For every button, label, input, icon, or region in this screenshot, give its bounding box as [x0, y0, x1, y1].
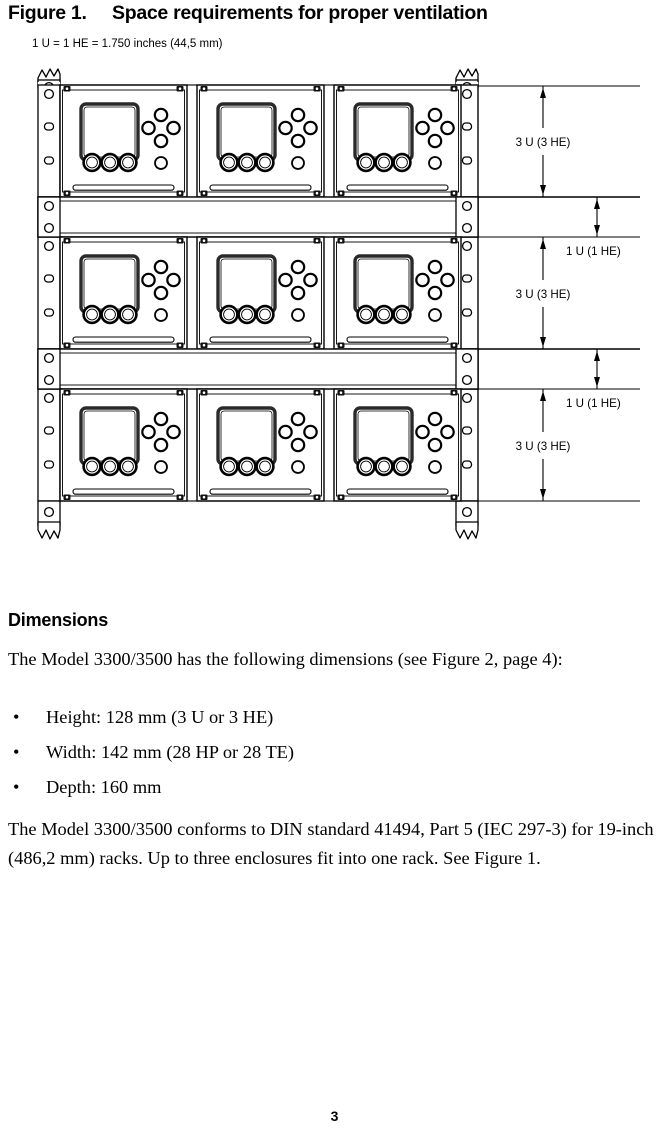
rack-rail-left	[37, 68, 61, 540]
section-heading-dimensions: Dimensions	[8, 610, 109, 630]
enclosure-row-3	[58, 387, 479, 503]
dimension-label-1u-bottom: 1 U (1 HE)	[566, 397, 621, 410]
list-item: • Height: 128 mm (3 U or 3 HE)	[8, 700, 648, 735]
enclosure-row-2	[58, 235, 479, 351]
page-number: 3	[330, 1108, 339, 1124]
list-item: • Depth: 160 mm	[8, 770, 648, 805]
list-item-label: Height: 128 mm (3 U or 3 HE)	[46, 707, 274, 727]
dimension-label-3u-middle: 3 U (3 HE)	[516, 288, 571, 301]
dimension-1u-bottom: 1 U (1 HE)	[566, 349, 621, 410]
bullet-glyph: •	[13, 707, 20, 727]
paragraph-din-standard: The Model 3300/3500 conforms to DIN stan…	[8, 819, 654, 868]
paragraph-dimensions-intro: The Model 3300/3500 has the following di…	[8, 649, 563, 669]
figure-caption: Figure 1. Space requirements for proper v…	[8, 2, 648, 25]
rack-diagram: 3 U (3 HE) 1 U (1 HE) 3 U (3 HE) 1 U (1 …	[0, 60, 669, 580]
bullet-glyph: •	[13, 742, 20, 762]
figure-caption-number: Figure 1.	[8, 2, 87, 24]
dimension-bullet-list: • Height: 128 mm (3 U or 3 HE) • Width: …	[8, 700, 648, 805]
rack-rail-right	[455, 68, 479, 540]
dimension-1u-top: 1 U (1 HE)	[566, 197, 621, 258]
enclosure-row-1	[58, 83, 479, 199]
dimension-3u-top: 3 U (3 HE)	[516, 86, 571, 197]
dimension-lines	[478, 85, 640, 502]
list-item-label: Width: 142 mm (28 HP or 28 TE)	[46, 742, 295, 762]
dimension-label-1u-top: 1 U (1 HE)	[566, 245, 621, 258]
list-item: • Width: 142 mm (28 HP or 28 TE)	[8, 735, 648, 770]
bullet-glyph: •	[13, 777, 20, 797]
dimension-3u-bottom: 3 U (3 HE)	[516, 389, 571, 501]
figure-unit-note: 1 U = 1 HE = 1.750 inches (44,5 mm)	[32, 38, 223, 50]
figure-caption-title: Space requirements for proper ventilatio…	[112, 2, 488, 24]
dimension-label-3u-top: 3 U (3 HE)	[516, 136, 571, 149]
list-item-label: Depth: 160 mm	[46, 777, 162, 797]
blank-panel-1	[37, 196, 479, 238]
blank-panel-2	[37, 348, 479, 390]
dimension-3u-middle: 3 U (3 HE)	[516, 237, 571, 349]
dimension-label-3u-bottom: 3 U (3 HE)	[516, 440, 571, 453]
